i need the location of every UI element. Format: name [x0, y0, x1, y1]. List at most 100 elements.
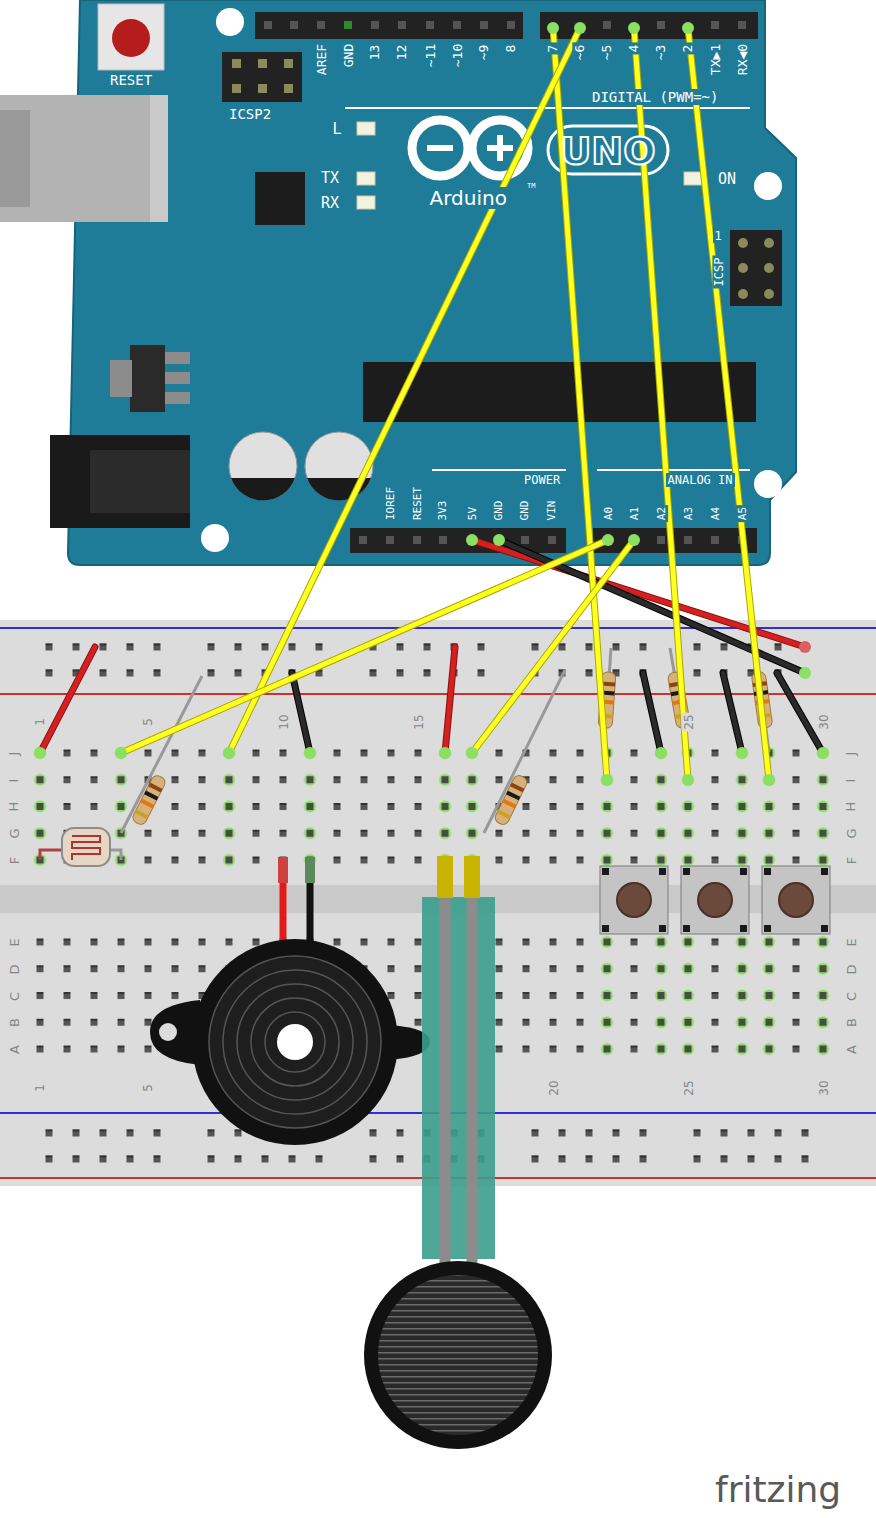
- reset-button: [98, 4, 164, 70]
- connected-holes: [594, 929, 621, 1063]
- jumper-wire: [643, 673, 661, 753]
- pin-label: ~9: [476, 42, 491, 62]
- breadboard-index: F: [844, 854, 859, 865]
- pin-label: AREF: [314, 42, 329, 77]
- pin-header: [540, 12, 758, 39]
- piezo-buzzer: [265, 1012, 325, 1072]
- pushbutton: [683, 868, 690, 875]
- watermark: fritzing: [713, 1471, 843, 1509]
- pin-header: [684, 536, 692, 544]
- pin-header: [264, 21, 272, 29]
- wire-end: [304, 747, 316, 759]
- pin-header: [738, 21, 746, 29]
- led-indicator: [357, 196, 375, 209]
- pushbutton: [764, 868, 771, 875]
- wire-end: [763, 774, 775, 786]
- connected-holes: [297, 740, 324, 874]
- capacitor: [229, 432, 373, 501]
- piezo-buzzer: [192, 939, 398, 1145]
- jumper-wire: [40, 647, 95, 753]
- wire-end: [628, 22, 640, 34]
- breadboard: [36, 634, 171, 686]
- pin-header: [359, 536, 367, 544]
- pushbutton: [600, 866, 830, 934]
- pin-header: [386, 536, 394, 544]
- breadboard-index: 30: [816, 712, 830, 731]
- resistor-symbol: [144, 791, 158, 801]
- breadboard-index: 10: [276, 712, 290, 731]
- resistor-symbol: [121, 676, 202, 833]
- force-sensor: [464, 856, 480, 898]
- arduino-logo: [497, 135, 503, 161]
- breadboard: [684, 1120, 819, 1172]
- breadboard-index: 15: [411, 712, 425, 731]
- icsp-header: [738, 289, 748, 299]
- connected-holes: [810, 929, 837, 1063]
- ic-chip: [363, 362, 756, 422]
- wire-end: [655, 747, 667, 759]
- wire-end: [466, 747, 478, 759]
- piezo-buzzer: [278, 857, 288, 883]
- icsp-header: [738, 263, 748, 273]
- pushbutton: [602, 925, 609, 932]
- pin-label: 4: [626, 42, 641, 54]
- connected-holes: [729, 929, 756, 1063]
- connected-holes: [648, 740, 675, 874]
- wire-end: [223, 747, 235, 759]
- piezo-buzzer: [237, 984, 353, 1100]
- connected-holes: [459, 740, 486, 874]
- arduino-logo: [548, 126, 668, 174]
- connected-holes: [648, 929, 675, 1063]
- pin-header: [453, 21, 461, 29]
- resistor-symbol: [493, 774, 528, 827]
- breadboard-index: B: [6, 1016, 21, 1029]
- wire-end: [602, 534, 614, 546]
- pushbutton: [821, 925, 828, 932]
- pin-label: TX▶1: [708, 42, 723, 77]
- breadboard-index: H: [6, 799, 21, 813]
- reset-button: [98, 4, 164, 70]
- resistor-symbol: [510, 783, 524, 793]
- wire-end: [115, 747, 127, 759]
- signal-wire: [688, 28, 769, 780]
- wire-end: [799, 641, 811, 653]
- pin-label: TX: [319, 170, 341, 187]
- pushbutton: [602, 868, 609, 875]
- breadboard-index: A: [6, 1043, 21, 1056]
- force-sensor: [467, 880, 478, 1300]
- pin-label: 1: [713, 229, 724, 243]
- signal-wire: [472, 540, 634, 753]
- icsp-header: [764, 238, 774, 248]
- force-sensor: [364, 1261, 552, 1449]
- pin-header: [413, 536, 421, 544]
- pin-label: DIGITAL (PWM=~): [590, 89, 720, 105]
- resistor-symbol: [506, 791, 520, 801]
- usb-connector: [0, 95, 168, 222]
- pin-label: ~6: [572, 42, 587, 62]
- resistor-symbol: [502, 799, 516, 809]
- pin-header: [603, 21, 611, 29]
- breadboard-index: 5: [141, 716, 155, 728]
- pin-header: [344, 21, 352, 29]
- arduino-board: [754, 470, 782, 498]
- pin-label: 12: [394, 42, 409, 62]
- resistor-symbol: [131, 774, 167, 827]
- icsp-header: [764, 289, 774, 299]
- power-jack: [90, 450, 190, 513]
- pin-label: ~11: [423, 42, 438, 69]
- pin-header: [521, 536, 529, 544]
- piezo-buzzer: [223, 970, 367, 1114]
- icsp-header: [284, 59, 293, 68]
- force-sensor: [437, 856, 453, 898]
- pin-header: [657, 536, 665, 544]
- jumper-wire: [723, 673, 742, 753]
- wire-end: [682, 22, 694, 34]
- breadboard-index: 30: [816, 1078, 830, 1097]
- capacitor: [229, 432, 297, 500]
- ic-chip: [255, 172, 305, 225]
- wire-end: [439, 747, 451, 759]
- pushbutton: [681, 866, 749, 934]
- led-indicator: [357, 172, 375, 185]
- wire-end: [547, 22, 559, 34]
- pin-header: [350, 528, 566, 553]
